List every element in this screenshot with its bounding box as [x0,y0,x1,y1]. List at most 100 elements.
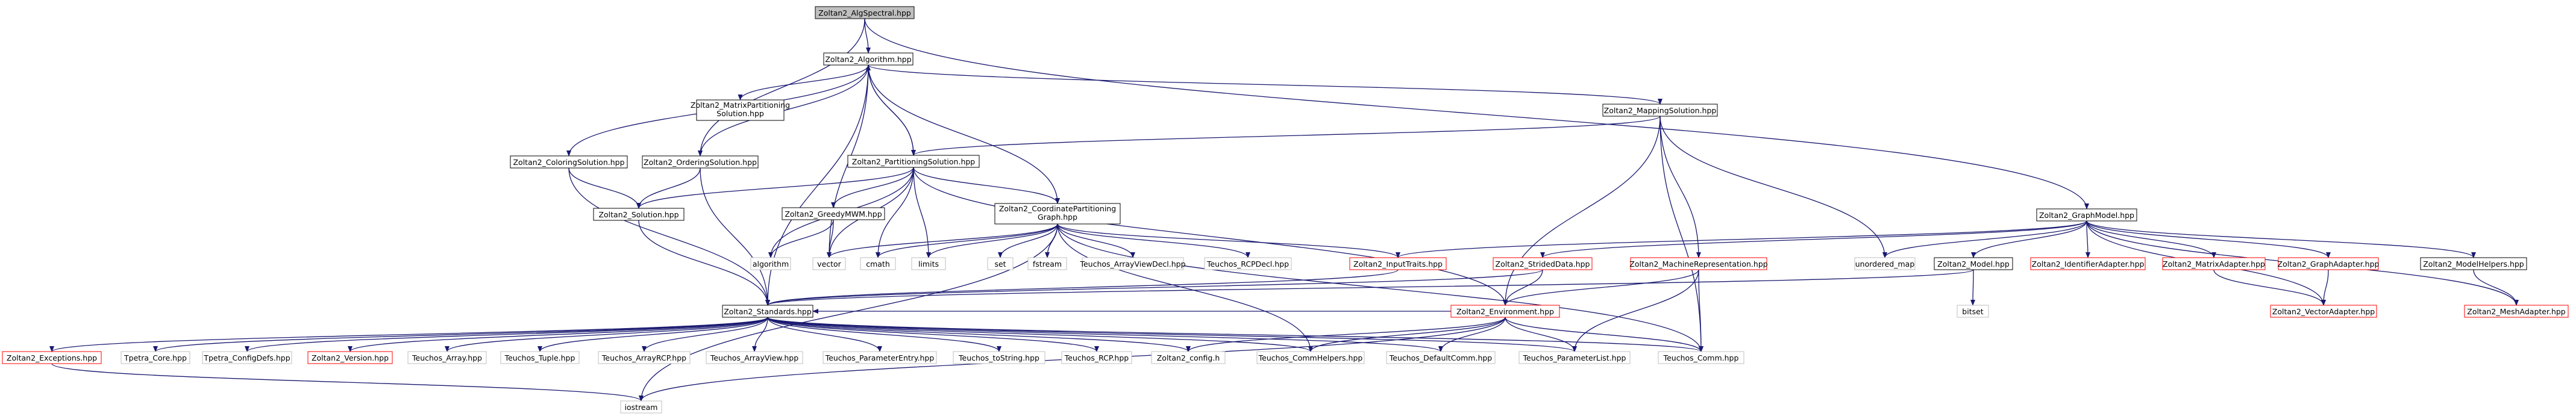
node-limits: limits [911,257,946,270]
node-standards[interactable]: Zoltan2_Standards.hpp [722,305,813,318]
node-label: Zoltan2_Environment.hpp [1456,307,1554,316]
dependency-edge [1057,223,1400,258]
node-solution[interactable]: Zoltan2_Solution.hpp [593,208,685,221]
dependency-edge [642,317,768,352]
node-box [750,257,791,270]
node-box [1934,257,2013,270]
node-label: Zoltan2_GraphModel.hpp [2039,211,2134,220]
dependency-edge [568,167,770,306]
node-box [2,351,102,364]
node-unordered-map: unordered_map [1854,257,1916,270]
node-label: Zoltan2_ModelHelpers.hpp [2423,259,2524,268]
dependency-edge [1659,116,1703,352]
dependency-edge [768,219,834,258]
node-box [1256,351,1365,364]
dependency-edge [568,167,641,209]
node-box [815,6,915,19]
node-box [953,351,1045,364]
node-bitset: bitset [1957,305,1989,318]
node-mapping-solution[interactable]: Zoltan2_MappingSolution.hpp [1602,104,1718,117]
dependency-edge [868,64,1060,204]
node-box [911,257,946,270]
node-label: Zoltan2_AlgSpectral.hpp [818,8,911,17]
dependency-edge [913,167,931,258]
node-model-hpp[interactable]: Zoltan2_Model.hpp [1934,257,2013,270]
node-exceptions[interactable]: Zoltan2_Exceptions.hpp [2,351,102,364]
node-box [642,155,759,169]
node-iostream: iostream [620,400,662,414]
dependency-edge [767,317,1001,352]
node-box [1386,351,1496,364]
dependency-edge [698,18,865,157]
dependency-edge [1186,317,1506,352]
node-box [2162,257,2266,270]
node-label: cmath [866,259,890,268]
node-label: fstream [1033,259,1062,268]
dependency-edge [926,223,1058,258]
node-partitioning-solution[interactable]: Zoltan2_PartitioningSolution.hpp [847,155,980,168]
dependency-edge [767,317,1313,352]
node-box [1349,257,1447,270]
node-box [1027,257,1067,270]
dependency-edge [864,18,871,54]
node-cmath: cmath [860,257,896,270]
dependency-edge [2085,220,2090,258]
node-version[interactable]: Zoltan2_Version.hpp [307,351,393,364]
node-teuchos-rcp-decl: Teuchos_RCPDecl.hpp [1204,257,1292,270]
node-label: Tpetra_ConfigDefs.hpp [203,353,290,362]
dependency-edge [2086,220,2331,258]
node-machine-representation[interactable]: Zoltan2_MachineRepresentation.hpp [1629,257,1768,270]
dependency-edge [1971,220,2087,258]
node-vector-adapter[interactable]: Zoltan2_VectorAdapter.hpp [2270,305,2377,318]
node-environment[interactable]: Zoltan2_Environment.hpp [1450,305,1560,318]
node-label: Zoltan2_MeshAdapter.hpp [2467,307,2566,316]
node-identifier-adapter[interactable]: Zoltan2_IdentifierAdapter.hpp [2030,257,2146,270]
dependency-edge [911,116,1661,156]
node-graph-adapter[interactable]: Zoltan2_GraphAdapter.hpp [2278,257,2380,270]
dependency-edge [767,317,1099,352]
dependency-edge [767,317,882,352]
node-alg-spectral[interactable]: Zoltan2_AlgSpectral.hpp [815,6,915,19]
node-mesh-adapter[interactable]: Zoltan2_MeshAdapter.hpp [2464,305,2569,318]
node-box [1518,351,1631,364]
node-matrix-adapter[interactable]: Zoltan2_MatrixAdapter.hpp [2162,257,2266,270]
node-label: Zoltan2_StridedData.hpp [1496,259,1590,268]
dependency-edge [765,269,1974,306]
node-box [593,208,685,221]
dependency-edge [2213,269,2326,306]
node-fstream: fstream [1027,257,1067,270]
node-algorithm-hpp[interactable]: Zoltan2_Algorithm.hpp [823,52,914,66]
node-box [598,351,691,364]
dependency-edge [866,64,914,156]
node-label: iostream [625,403,658,412]
node-strided-data[interactable]: Zoltan2_StridedData.hpp [1493,257,1593,270]
node-label: Teuchos_CommHelpers.hpp [1258,353,1363,362]
node-graph-model[interactable]: Zoltan2_GraphModel.hpp [2036,208,2137,222]
node-ordering-solution[interactable]: Zoltan2_OrderingSolution.hpp [642,155,759,169]
node-label: Zoltan2_MatrixAdapter.hpp [2163,259,2265,268]
node-label: Zoltan2_Standards.hpp [724,307,812,316]
node-label: Tpetra_Core.hpp [124,353,187,362]
node-coloring-solution[interactable]: Zoltan2_ColoringSolution.hpp [510,155,628,169]
node-box [2278,257,2379,270]
node-box [823,52,914,66]
node-box [2036,208,2137,222]
node-box [407,351,487,364]
node-label: Zoltan2_MappingSolution.hpp [1604,106,1717,115]
dependency-edge [765,269,1543,306]
dependency-edge [639,223,1058,402]
dependency-edge [49,317,768,352]
node-label: algorithm [753,259,789,268]
node-label: Zoltan2_GreedyMWM.hpp [785,210,882,219]
dependency-edge [2321,269,2329,306]
node-model-helpers[interactable]: Zoltan2_ModelHelpers.hpp [2420,257,2527,270]
node-greedy-mwm[interactable]: Zoltan2_GreedyMWM.hpp [782,207,885,220]
node-input-traits[interactable]: Zoltan2_InputTraits.hpp [1349,257,1447,270]
node-box [1450,305,1560,318]
dependency-edge [1057,223,1313,352]
node-teuchos-default-comm: Teuchos_DefaultComm.hpp [1386,351,1496,364]
node-box [860,257,896,270]
